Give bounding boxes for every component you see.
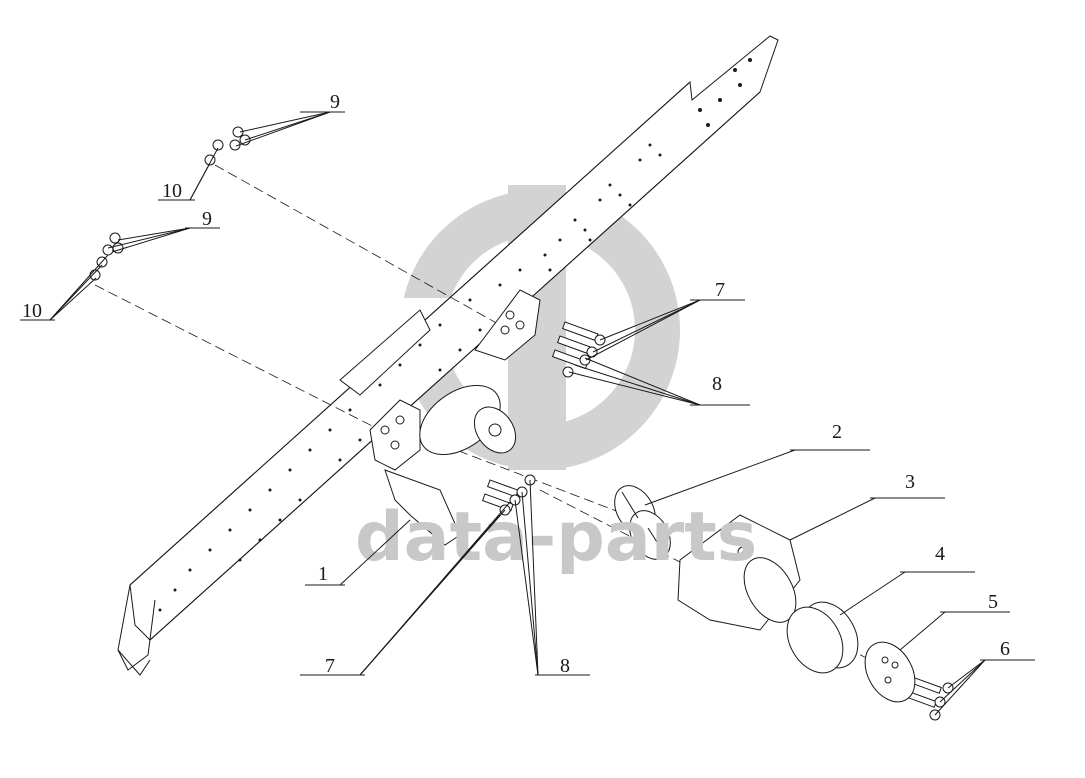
part-2-sleeve <box>614 485 671 560</box>
bracket-assembly <box>339 289 541 546</box>
callout-9-lower: 9 <box>202 208 212 230</box>
rail-holes <box>158 58 752 612</box>
frame-rail <box>117 35 779 676</box>
callout-3: 3 <box>905 471 915 493</box>
callout-labels: 9 10 9 10 7 8 2 3 4 5 6 1 7 8 <box>22 91 1010 677</box>
callout-9-upper: 9 <box>330 91 340 113</box>
callout-4: 4 <box>935 543 945 565</box>
callout-7-upper: 7 <box>715 279 725 301</box>
callout-10-upper: 10 <box>162 180 182 202</box>
nuts-top <box>89 126 251 281</box>
callout-7-lower: 7 <box>325 655 335 677</box>
part-5-plate <box>864 641 916 703</box>
part-4-ring <box>786 601 859 674</box>
bolts-upper-right <box>551 321 606 378</box>
callout-10-lower: 10 <box>22 300 42 322</box>
callout-2: 2 <box>832 421 842 443</box>
callout-8-upper: 8 <box>712 373 722 395</box>
callout-leaders <box>20 111 1035 716</box>
watermark-text: data-parts <box>355 498 757 577</box>
callout-8-lower: 8 <box>560 655 570 677</box>
callout-6: 6 <box>1000 638 1010 660</box>
callout-5: 5 <box>988 591 998 613</box>
part-3-housing <box>677 514 801 631</box>
callout-1: 1 <box>318 563 328 585</box>
